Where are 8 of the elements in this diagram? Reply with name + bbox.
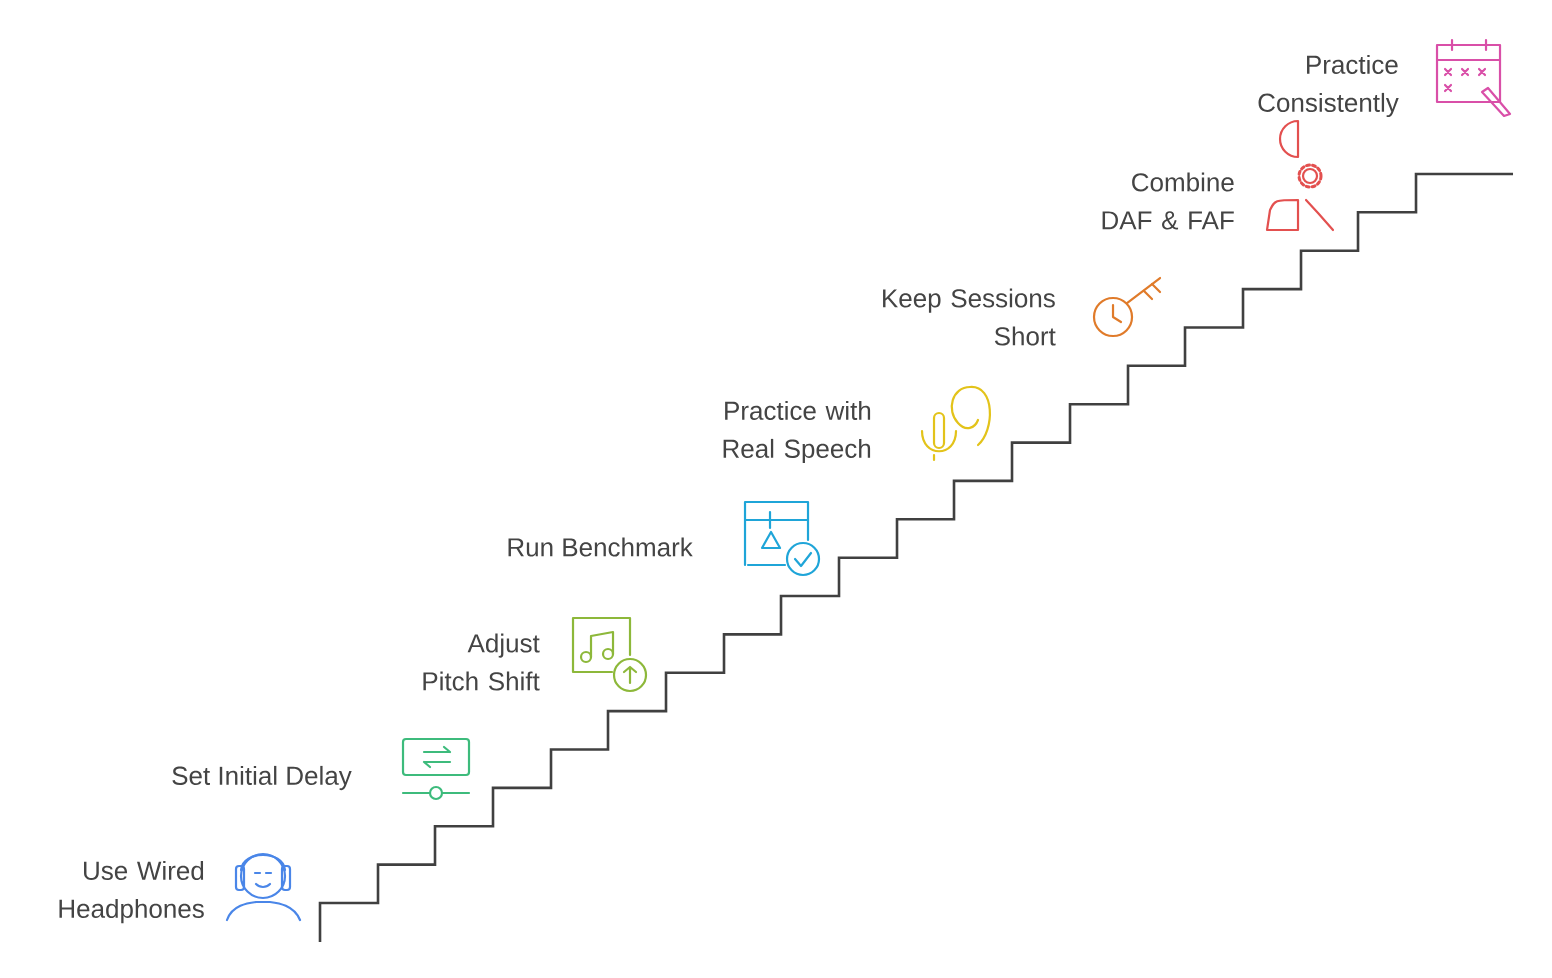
step-label: Practice Consistently <box>1258 54 1399 118</box>
step-label: Keep Sessions Short <box>883 288 1056 346</box>
step-label: Combine DAF & FAF <box>1102 172 1234 230</box>
step-label: Use Wired Headphones <box>59 860 204 924</box>
step-label: Practice with Real Speech <box>723 400 871 464</box>
step-label: Run Benchmark <box>508 537 693 557</box>
step-label: Set Initial Delay <box>172 765 352 791</box>
step-label: Adjust Pitch Shift <box>423 633 540 691</box>
